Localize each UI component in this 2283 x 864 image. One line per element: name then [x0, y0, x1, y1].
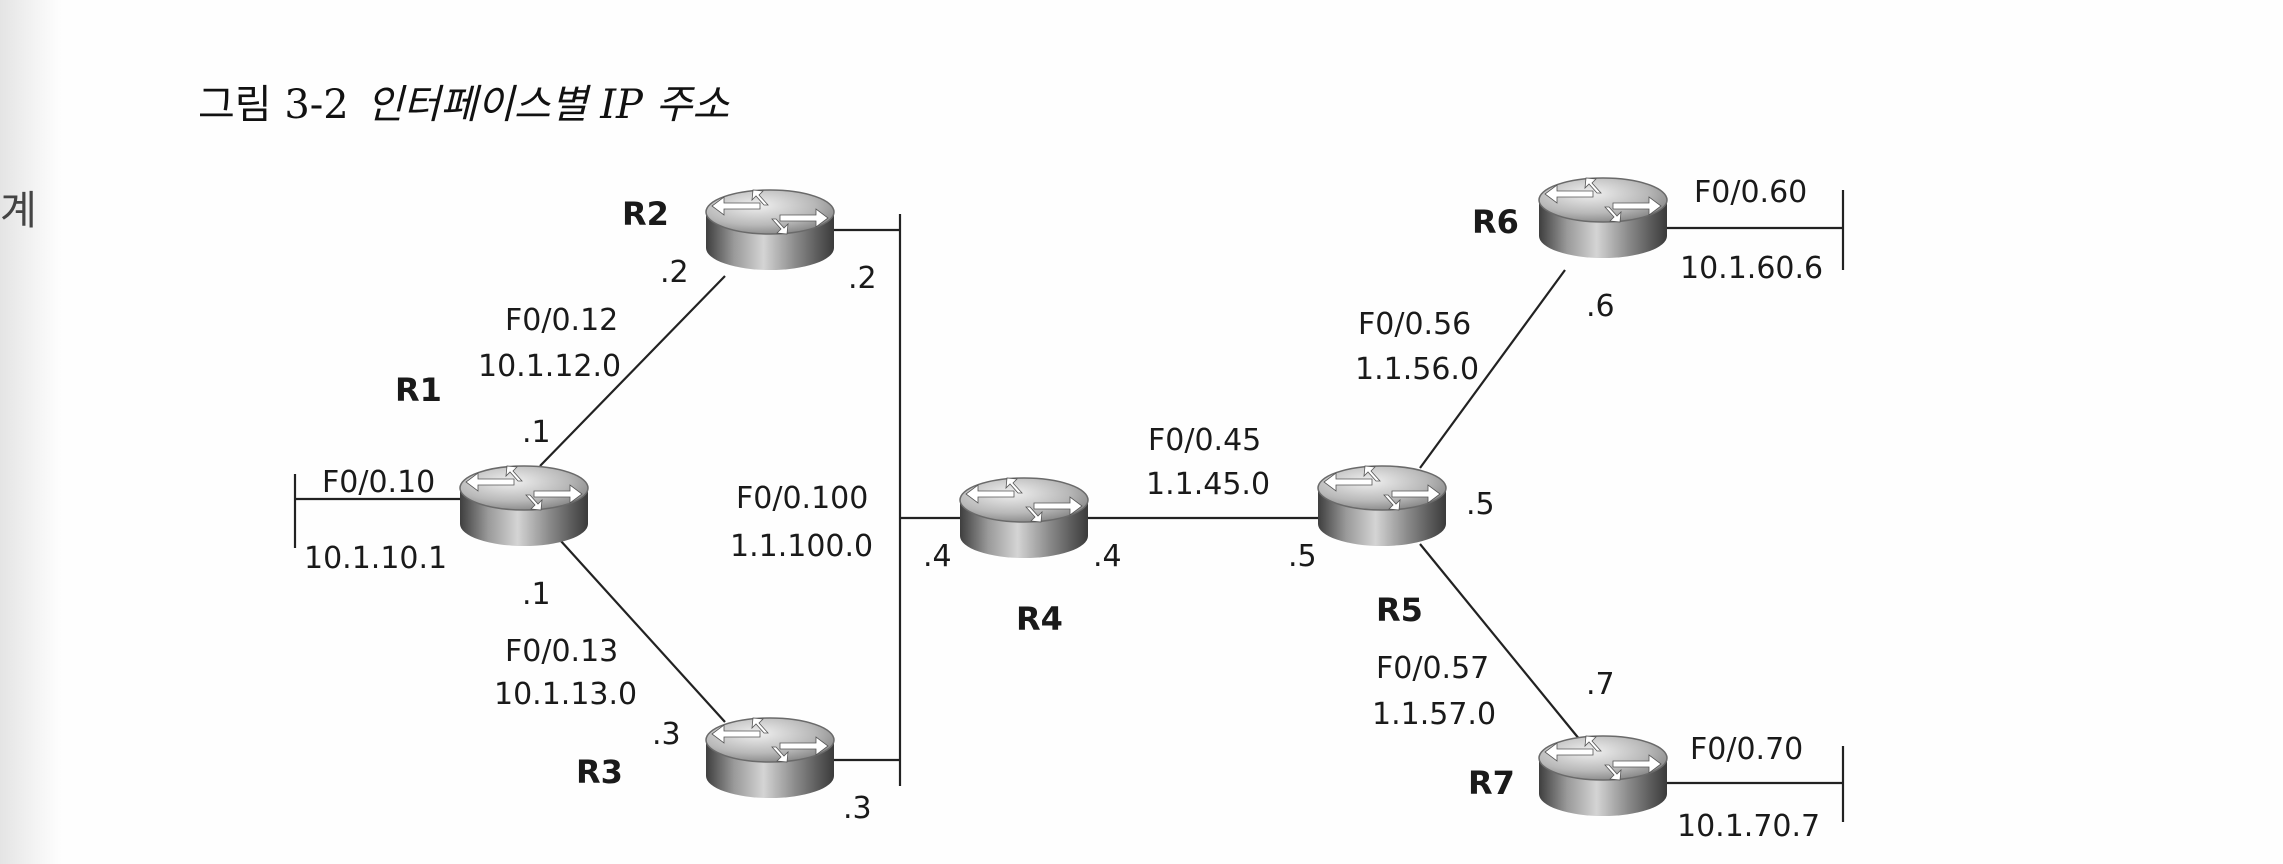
router-r2-icon [705, 189, 835, 271]
router-r1-icon [459, 465, 589, 547]
r4-r5-network: 1.1.45.0 [1146, 467, 1271, 502]
r1-r3-interface: F0/0.13 [505, 634, 619, 669]
router-r3-icon [705, 717, 835, 799]
r1-r2-network: 10.1.12.0 [478, 349, 622, 384]
r3-host-r1-link: .3 [652, 717, 681, 752]
r6-lan-address: 10.1.60.6 [1680, 251, 1824, 286]
r6-host-r5-link: .6 [1586, 289, 1615, 324]
r7-host-r5-link: .7 [1586, 667, 1615, 702]
r6-lan-interface: F0/0.60 [1694, 175, 1808, 210]
r3-host-bus: .3 [843, 791, 872, 826]
r1-r2-link [539, 275, 726, 467]
r4-host-bus: .4 [923, 539, 952, 574]
r5-host-r6-link: .5 [1466, 487, 1495, 522]
r1-host-r2-link: .1 [522, 415, 551, 450]
router-r6-icon [1538, 177, 1668, 259]
r1-r3-network: 10.1.13.0 [494, 677, 638, 712]
r1-r3-link [559, 539, 726, 723]
router-r5-label: R5 [1376, 591, 1423, 629]
r5-r7-interface: F0/0.57 [1376, 651, 1490, 686]
router-r4-icon [959, 477, 1089, 559]
r1-host-r3-link: .1 [522, 577, 551, 612]
margin-text: 계 [0, 188, 37, 234]
router-r4-label: R4 [1016, 600, 1063, 638]
r5-r6-link [1419, 269, 1566, 469]
r1-lan-interface: F0/0.10 [322, 465, 436, 500]
network-links [293, 190, 1845, 822]
r5-r7-network: 1.1.57.0 [1372, 697, 1497, 732]
bus-network: 1.1.100.0 [730, 529, 874, 564]
r2-host-bus: .2 [848, 261, 877, 296]
r5-r6-interface: F0/0.56 [1358, 307, 1472, 342]
figure-number: 그림 3-2 [198, 82, 349, 128]
router-r7-icon [1538, 735, 1668, 817]
r4-r5-interface: F0/0.45 [1148, 423, 1262, 458]
figure-title: 그림 3-2 인터페이스별 IP 주소 [198, 72, 729, 130]
r1-r2-interface: F0/0.12 [505, 303, 619, 338]
router-r5-icon [1317, 465, 1447, 547]
bus-interface: F0/0.100 [736, 481, 869, 516]
r2-host-r1-link: .2 [660, 255, 689, 290]
page-gutter-shadow [0, 0, 62, 864]
router-r2-label: R2 [622, 195, 669, 233]
r7-lan-interface: F0/0.70 [1690, 732, 1804, 767]
r7-lan-address: 10.1.70.7 [1677, 809, 1821, 844]
router-r6-label: R6 [1472, 203, 1519, 241]
r4-host-r5-link: .4 [1093, 539, 1122, 574]
r5-r6-network: 1.1.56.0 [1355, 352, 1480, 387]
figure-caption: 인터페이스별 IP 주소 [366, 82, 730, 128]
router-r1-label: R1 [395, 371, 442, 409]
router-r3-label: R3 [576, 753, 623, 791]
r5-r7-link [1419, 543, 1581, 741]
router-r7-label: R7 [1468, 764, 1515, 802]
r5-host-r4-link: .5 [1288, 539, 1317, 574]
r1-lan-address: 10.1.10.1 [304, 541, 448, 576]
